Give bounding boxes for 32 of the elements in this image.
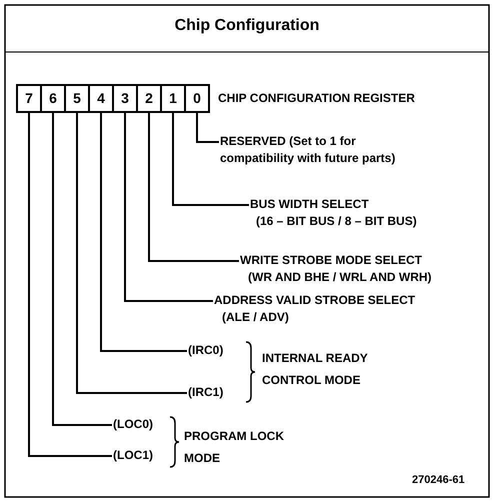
field-description: RESERVED (Set to 1 for compatibility with future parts) bbox=[220, 133, 420, 167]
figure-number: 270246-61 bbox=[412, 473, 465, 488]
connector-line bbox=[52, 113, 112, 426]
connector-line bbox=[76, 113, 187, 394]
connector-line bbox=[172, 113, 249, 206]
field-name: ADDRESS VALID STROBE SELECT bbox=[214, 292, 416, 309]
group-label: INTERNAL READY CONTROL MODE bbox=[262, 350, 369, 389]
register-bit: 0 bbox=[184, 84, 210, 113]
connector-line bbox=[196, 113, 219, 143]
field-description: (IRC0) bbox=[188, 342, 224, 359]
register-bit: 5 bbox=[64, 84, 90, 113]
register-bit: 6 bbox=[40, 84, 66, 113]
register-name: CHIP CONFIGURATION REGISTER bbox=[218, 90, 415, 107]
register-bit: 7 bbox=[16, 84, 42, 113]
field-options: (WR AND BHE / WRL AND WRH) bbox=[248, 269, 432, 286]
register-bit: 3 bbox=[112, 84, 138, 113]
connector-line bbox=[124, 113, 213, 302]
register-bit: 1 bbox=[160, 84, 186, 113]
register-bit: 4 bbox=[88, 84, 114, 113]
connector-line bbox=[148, 113, 239, 262]
field-options: (ALE / ADV) bbox=[222, 309, 416, 326]
field-name: BUS WIDTH SELECT bbox=[250, 196, 370, 213]
field-description: (LOC0) bbox=[113, 416, 153, 433]
connector-line bbox=[28, 113, 112, 457]
title: Chip Configuration bbox=[174, 17, 320, 35]
register-bit: 2 bbox=[136, 84, 162, 113]
field-name: WRITE STROBE MODE SELECT bbox=[240, 252, 424, 269]
field-description: (IRC1) bbox=[188, 384, 224, 401]
group-label: PROGRAM LOCK MODE bbox=[184, 428, 284, 467]
field-description: (LOC1) bbox=[113, 447, 153, 464]
field-options: (16 – BIT BUS / 8 – BIT BUS) bbox=[256, 213, 417, 230]
connector-line bbox=[100, 113, 187, 352]
